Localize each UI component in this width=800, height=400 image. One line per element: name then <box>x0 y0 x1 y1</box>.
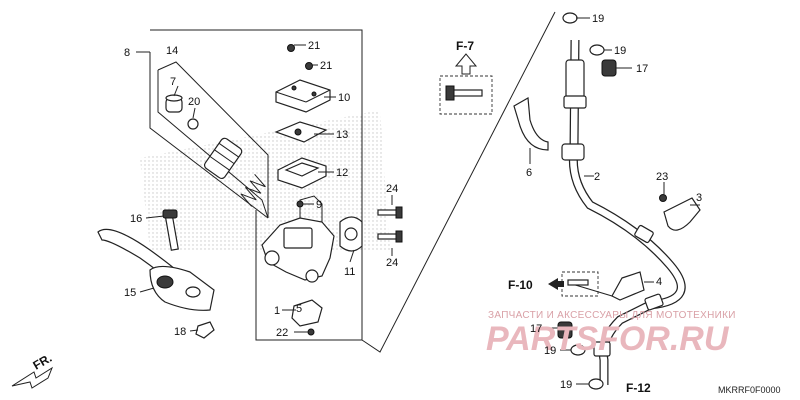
brake-hose <box>561 39 686 385</box>
bolts-24 <box>377 206 403 243</box>
callout-19d: 19 <box>560 379 572 391</box>
watermark-logo: PARTSFOR.RU <box>486 320 730 358</box>
ref-f7-box <box>439 53 493 115</box>
diaphragm <box>277 157 327 189</box>
callout-22: 22 <box>276 327 288 339</box>
callout-24b: 24 <box>386 257 398 269</box>
callout-7: 7 <box>170 76 176 88</box>
leader-lines <box>139 17 700 385</box>
callout-17a: 17 <box>636 63 648 75</box>
callout-4: 4 <box>656 276 662 288</box>
callout-15: 15 <box>124 287 136 299</box>
callout-16: 16 <box>130 213 142 225</box>
callout-19b: 19 <box>614 45 626 57</box>
callout-1: 1 <box>274 305 280 317</box>
watermark-text: ЗАПЧАСТИ И АКСЕССУАРЫ ДЛЯ МОТОТЕХНИКИ <box>488 310 736 321</box>
callout-5: 5 <box>296 303 302 315</box>
brake-lever <box>97 209 215 339</box>
callout-23: 23 <box>656 171 668 183</box>
callout-9: 9 <box>316 199 322 211</box>
callout-14: 14 <box>166 45 178 57</box>
callout-12: 12 <box>336 167 348 179</box>
callout-6: 6 <box>526 167 532 179</box>
ref-f10-box <box>548 271 599 297</box>
callout-24a: 24 <box>386 183 398 195</box>
ref-f7-label: F-7 <box>456 39 474 53</box>
bracket-3 <box>659 194 701 231</box>
callout-17b: 17 <box>530 323 542 335</box>
clamp-holder <box>339 216 363 252</box>
callout-2: 2 <box>594 171 600 183</box>
callout-3: 3 <box>696 192 702 204</box>
reservoir-cap <box>275 79 331 113</box>
diagram-code: MKRRF0F0000 <box>718 385 781 395</box>
screw-9 <box>296 200 304 208</box>
callout-10: 10 <box>338 92 350 104</box>
bracket-4 <box>571 271 645 301</box>
hose-clamp-6 <box>513 97 549 151</box>
master-cylinder-body <box>261 195 335 283</box>
callout-21b: 21 <box>320 60 332 72</box>
callout-8: 8 <box>124 47 130 59</box>
front-direction-arrow <box>11 366 54 389</box>
bolts-21 <box>287 44 313 70</box>
brake-switch <box>291 299 323 336</box>
piston-set <box>165 94 266 207</box>
callout-13: 13 <box>336 129 348 141</box>
cap-plate <box>274 121 328 143</box>
callout-20: 20 <box>188 96 200 108</box>
callout-11: 11 <box>344 266 355 278</box>
callout-21a: 21 <box>308 40 320 52</box>
ref-f12-label: F-12 <box>626 381 651 395</box>
callout-18: 18 <box>174 326 186 338</box>
background-shading <box>140 110 390 250</box>
assembly-outline <box>136 11 556 353</box>
callout-19c: 19 <box>544 345 556 357</box>
ref-f10-label: F-10 <box>508 278 533 292</box>
callout-19a: 19 <box>592 13 604 25</box>
watermark: ЗАПЧАСТИ И АКСЕССУАРЫ ДЛЯ МОТОТЕХНИКИ PA… <box>486 310 736 358</box>
